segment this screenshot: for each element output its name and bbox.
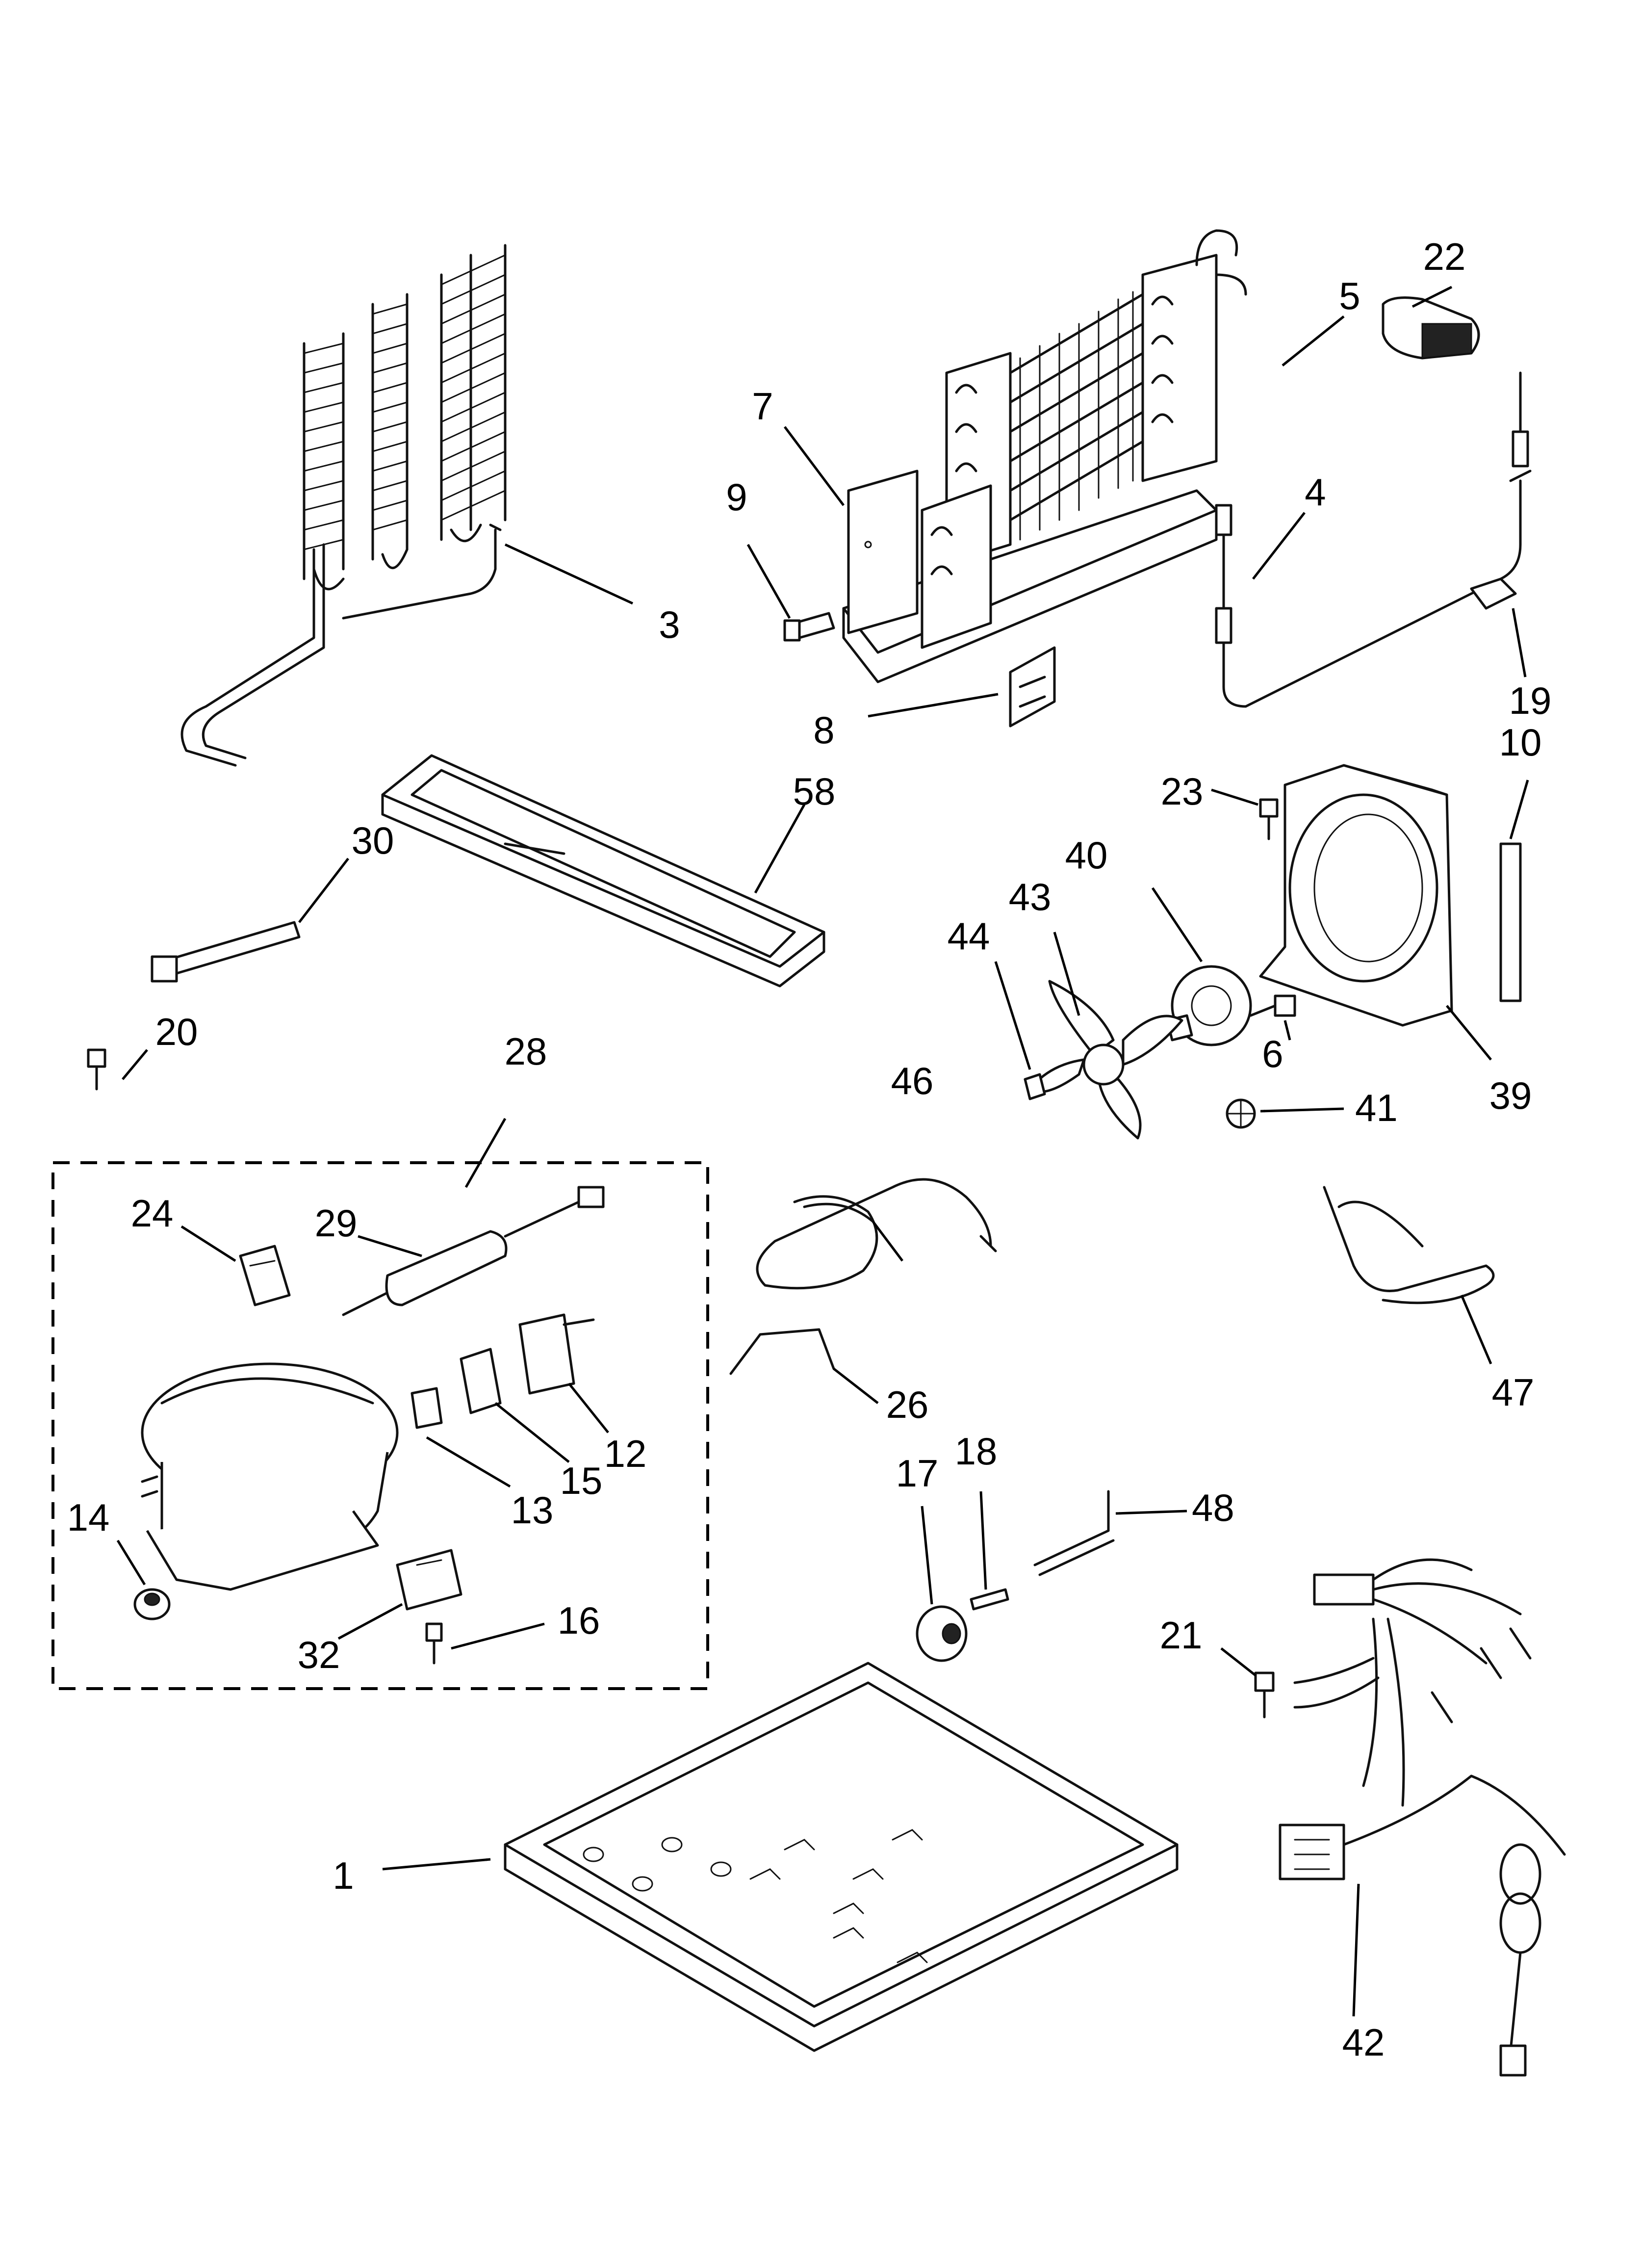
tube-48 <box>1033 1490 1115 1576</box>
drain-tray-58 <box>381 754 825 988</box>
callout-29: 29 <box>315 1201 358 1245</box>
cap-22 <box>1382 296 1480 360</box>
wire-clip-26 <box>729 1328 835 1375</box>
screw-16 <box>425 1622 443 1665</box>
callout-41: 41 <box>1355 1086 1398 1129</box>
clip-8 <box>1009 646 1056 728</box>
relay-24 <box>239 1245 291 1306</box>
condenser-coil <box>180 244 507 767</box>
callout-19: 19 <box>1509 679 1552 722</box>
compressor-assembly-box <box>51 1161 709 1690</box>
base-plate-1 <box>504 1662 1179 2052</box>
callout-46: 46 <box>891 1059 934 1102</box>
screw-20 <box>87 1048 106 1091</box>
callout-47: 47 <box>1492 1371 1535 1414</box>
clip-19 <box>1470 577 1517 610</box>
callout-16: 16 <box>558 1599 600 1642</box>
callout-39: 39 <box>1489 1074 1532 1117</box>
callout-24: 24 <box>131 1192 174 1235</box>
callout-9: 9 <box>726 475 747 519</box>
callout-4: 4 <box>1305 470 1326 514</box>
callout-42: 42 <box>1342 2021 1385 2064</box>
grommet-14 <box>133 1588 171 1620</box>
evaporator-assembly <box>842 229 1247 683</box>
filter-drier-29 <box>342 1186 605 1316</box>
overload-12 <box>518 1313 595 1395</box>
cable-tie-30 <box>151 921 301 983</box>
callout-18: 18 <box>955 1430 998 1473</box>
tube-47 <box>1323 1186 1495 1304</box>
callout-21: 21 <box>1160 1614 1203 1657</box>
callout-22: 22 <box>1423 235 1466 278</box>
roller-17 <box>916 1605 968 1662</box>
washer-44 <box>1024 1073 1046 1100</box>
callout-20: 20 <box>155 1010 198 1053</box>
callout-30: 30 <box>352 819 394 862</box>
callout-7: 7 <box>752 385 773 428</box>
callout-32: 32 <box>298 1633 340 1676</box>
leader-lines <box>116 286 1529 2017</box>
callout-1: 1 <box>333 1854 354 1897</box>
callout-48: 48 <box>1192 1486 1234 1529</box>
callout-23: 23 <box>1161 770 1204 813</box>
callout-5: 5 <box>1339 274 1360 317</box>
terminal-13 <box>410 1387 443 1429</box>
screw-6 <box>1249 994 1296 1017</box>
callout-15: 15 <box>560 1459 603 1502</box>
callout-13: 13 <box>511 1488 554 1532</box>
callout-58: 58 <box>793 770 836 813</box>
nut-41 <box>1226 1098 1256 1129</box>
screw-21 <box>1254 1671 1275 1719</box>
fan-shroud-39 <box>1259 764 1453 1027</box>
callout-44: 44 <box>948 914 990 958</box>
capacitor-32 <box>396 1549 462 1611</box>
callout-26: 26 <box>886 1383 929 1426</box>
callout-17: 17 <box>896 1452 939 1495</box>
callout-43: 43 <box>1009 875 1052 918</box>
tube-46 <box>756 1178 997 1290</box>
callout-labels: 1 3 4 5 6 7 8 9 10 12 13 14 15 16 17 18 … <box>67 235 1552 2064</box>
screw-23 <box>1259 798 1279 840</box>
compressor <box>141 1362 399 1591</box>
sensor-wire-4 <box>1215 371 1532 708</box>
callout-10: 10 <box>1499 721 1542 764</box>
callout-14: 14 <box>67 1496 110 1539</box>
callout-28: 28 <box>505 1030 547 1073</box>
callout-40: 40 <box>1065 834 1108 877</box>
gasket-strip-10 <box>1499 842 1522 1002</box>
fan-blade-43 <box>1028 980 1183 1140</box>
callout-6: 6 <box>1262 1032 1283 1075</box>
start-device-15 <box>460 1348 502 1414</box>
callout-12: 12 <box>604 1432 647 1475</box>
callout-3: 3 <box>659 603 680 646</box>
callout-8: 8 <box>813 708 834 752</box>
screw-9 <box>783 612 835 642</box>
axle-18 <box>970 1588 1009 1611</box>
wire-harness-42 <box>1279 1558 1566 2077</box>
